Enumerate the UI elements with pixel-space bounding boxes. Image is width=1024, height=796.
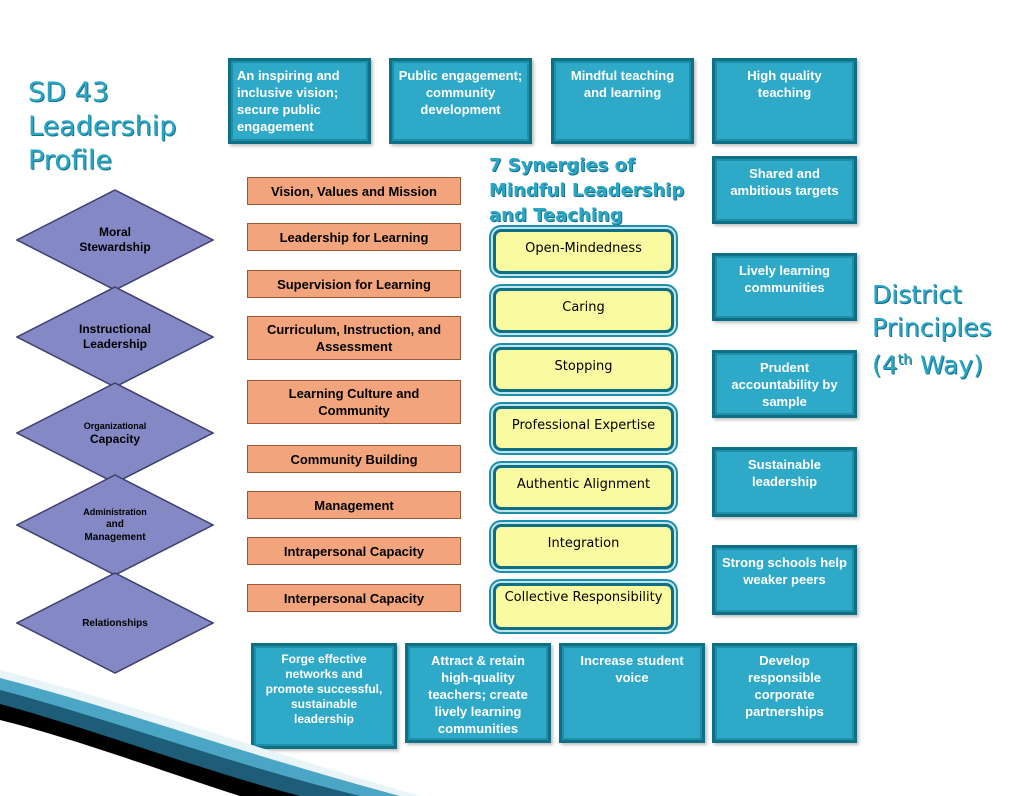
diamond-text-line: Management bbox=[84, 532, 146, 543]
principle-box-lively-communities: Lively learning communities bbox=[712, 253, 857, 321]
synergy-collective-responsibility: Collective Responsibility bbox=[493, 583, 674, 630]
district-principles-line-1: District bbox=[872, 280, 962, 309]
district-principles-line-2: Principles bbox=[872, 313, 992, 342]
diamond-text-line: Moral bbox=[98, 225, 131, 239]
diamond-text-line: Organizational bbox=[83, 420, 147, 431]
profile-title-line-2: Leadership bbox=[28, 111, 177, 142]
orange-item-community-building: Community Building bbox=[247, 445, 461, 473]
profile-title: SD 43 Leadership Profile bbox=[28, 76, 228, 178]
orange-item-intrapersonal: Intrapersonal Capacity bbox=[247, 537, 461, 565]
diamond-text-line: Leadership bbox=[82, 337, 147, 351]
principle-box-forge-networks: Forge effective networks and promote suc… bbox=[251, 643, 397, 749]
principle-box-inspiring-vision: An inspiring and inclusive vision; secur… bbox=[228, 58, 371, 144]
district-principles-line-3: (4th Way) bbox=[872, 344, 1022, 381]
synergies-title-line-1: 7 Synergies of bbox=[489, 155, 635, 176]
diamond-relationships: Relationships bbox=[16, 572, 214, 674]
synergy-caring: Caring bbox=[493, 288, 674, 333]
orange-item-learning-culture: Learning Culture and Community bbox=[247, 380, 461, 424]
diamond-text-line: and bbox=[106, 519, 124, 530]
synergy-stopping: Stopping bbox=[493, 347, 674, 392]
district-principles-sup: th bbox=[897, 352, 913, 368]
diamond-text-line: Stewardship bbox=[79, 240, 151, 254]
principle-box-corporate-partnerships: Develop responsible corporate partnershi… bbox=[712, 643, 857, 743]
principle-box-high-quality-teaching: High quality teaching bbox=[712, 58, 857, 144]
orange-item-supervision-learning: Supervision for Learning bbox=[247, 270, 461, 298]
synergies-title-line-2: Mindful Leadership bbox=[489, 180, 685, 201]
synergy-authentic-alignment: Authentic Alignment bbox=[493, 465, 674, 510]
profile-title-line-1: SD 43 bbox=[28, 77, 109, 108]
district-principles-title: District Principles (4th Way) bbox=[872, 278, 1022, 381]
orange-item-leadership-learning: Leadership for Learning bbox=[247, 223, 461, 251]
diamond-text-line: Instructional bbox=[78, 322, 151, 336]
principle-box-attract-teachers: Attract & retain high-quality teachers; … bbox=[405, 643, 551, 743]
synergies-title-line-3: and Teaching bbox=[489, 205, 623, 226]
orange-item-curriculum: Curriculum, Instruction, and Assessment bbox=[247, 316, 461, 360]
district-principles-pre: (4 bbox=[872, 350, 898, 380]
principle-box-student-voice: Increase student voice bbox=[559, 643, 705, 743]
principle-box-shared-targets: Shared and ambitious targets bbox=[712, 156, 857, 224]
district-principles-post: Way) bbox=[912, 350, 983, 380]
synergies-title: 7 Synergies of Mindful Leadership and Te… bbox=[489, 153, 699, 228]
orange-item-interpersonal: Interpersonal Capacity bbox=[247, 584, 461, 612]
principle-box-mindful-teaching: Mindful teaching and learning bbox=[551, 58, 694, 144]
principle-box-sustainable-leadership: Sustainable leadership bbox=[712, 447, 857, 517]
diamond-label: Relationships bbox=[16, 572, 214, 674]
diamond-shape bbox=[16, 572, 214, 674]
diamond-text-line: Administration bbox=[83, 507, 147, 517]
orange-item-management: Management bbox=[247, 491, 461, 519]
synergy-open-mindedness: Open-Mindedness bbox=[493, 229, 674, 274]
diamond-text-line: Capacity bbox=[89, 431, 140, 446]
orange-item-vision-values: Vision, Values and Mission bbox=[247, 177, 461, 205]
principle-box-strong-schools: Strong schools help weaker peers bbox=[712, 545, 857, 615]
synergy-professional-expertise: Professional Expertise bbox=[493, 406, 674, 451]
principle-box-prudent-accountability: Prudent accountability by sample bbox=[712, 350, 857, 418]
decorative-swoosh bbox=[0, 670, 420, 796]
profile-title-line-3: Profile bbox=[28, 145, 112, 176]
synergy-integration: Integration bbox=[493, 524, 674, 569]
diamond-text-line: Relationships bbox=[82, 617, 148, 629]
principle-box-public-engagement: Public engagement; community development bbox=[389, 58, 532, 144]
